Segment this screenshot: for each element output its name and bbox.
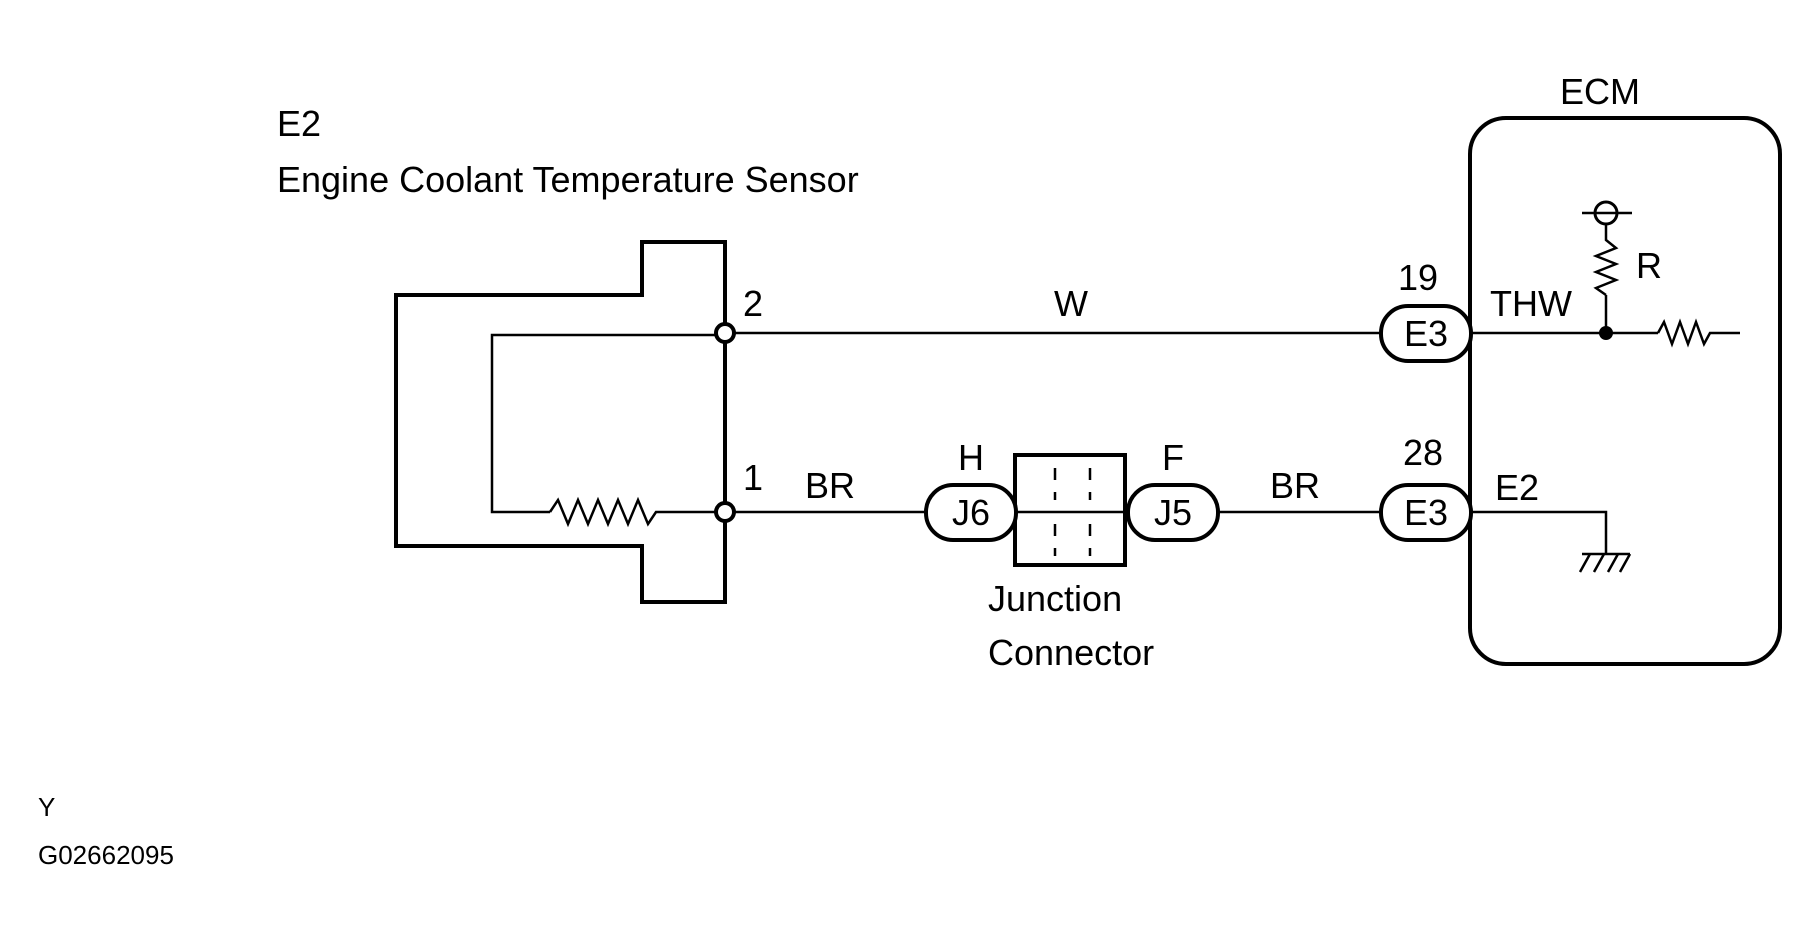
junction-right-pin-label: F <box>1162 437 1184 478</box>
sensor-pin-2 <box>714 322 736 344</box>
sensor-pin-2-label: 2 <box>743 283 763 324</box>
connector-j5-label: J5 <box>1154 492 1192 533</box>
sensor-resistor-icon <box>548 496 725 528</box>
sensor-pin-1 <box>714 501 736 523</box>
ecm-bottom-pin-number: 28 <box>1403 432 1443 473</box>
wire-bottom-left-color-label: BR <box>805 465 855 506</box>
junction-left-pin-label: H <box>958 437 984 478</box>
sensor-inner-wire <box>490 333 725 514</box>
connector-e3-bottom-label: E3 <box>1404 492 1448 533</box>
ecm-pullup-resistor-icon <box>1592 225 1620 297</box>
ecm-title: ECM <box>1560 71 1640 112</box>
sensor-pin-1-label: 1 <box>743 457 763 498</box>
ecm-ground-wire <box>1470 510 1608 554</box>
sensor-code: E2 <box>277 103 321 144</box>
ecm-bottom-signal-label: E2 <box>1495 467 1539 508</box>
ecm-box <box>1468 116 1782 666</box>
ecm-resistor-label: R <box>1636 245 1662 286</box>
connector-j6 <box>924 483 1018 542</box>
connector-e3-top-label: E3 <box>1404 313 1448 354</box>
ecm-top-signal-label: THW <box>1490 283 1572 324</box>
footer-variant: Y <box>38 792 55 822</box>
junction-label-line1: Junction <box>988 578 1122 619</box>
wire-bottom-right-color-label: BR <box>1270 465 1320 506</box>
sensor-name: Engine Coolant Temperature Sensor <box>277 159 859 200</box>
ecm-top-pin-number: 19 <box>1398 257 1438 298</box>
footer-figure-code: G02662095 <box>38 840 174 870</box>
ground-icon-hatch <box>1578 553 1632 573</box>
junction-label-line2: Connector <box>988 632 1154 673</box>
connector-j5 <box>1126 483 1220 542</box>
connector-j6-label: J6 <box>952 492 990 533</box>
sensor-body <box>394 240 727 604</box>
junction-connector-box <box>1013 453 1127 567</box>
ecm-internal-resistor-icon <box>1656 318 1740 348</box>
wire-top-color-label: W <box>1054 283 1088 324</box>
